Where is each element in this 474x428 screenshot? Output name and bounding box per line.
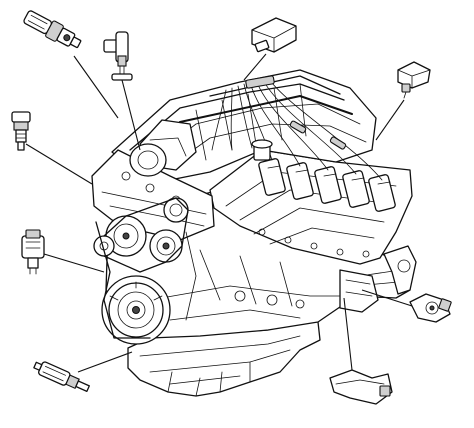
sensor-bottom-left	[33, 351, 133, 393]
sensor-right-upper	[375, 61, 431, 141]
sensor-map-top	[243, 17, 297, 81]
accessory-pulleys	[93, 197, 189, 273]
sensor-knock-right	[361, 289, 452, 323]
engine-assembly	[91, 69, 417, 397]
sensor-left-middle-connector	[21, 229, 105, 275]
timing-cover	[95, 221, 197, 339]
spark-plug-wiring	[211, 75, 383, 181]
oil-filler-cap	[251, 139, 273, 161]
sensor-top-left-connector	[23, 10, 119, 119]
sensor-camshaft-position	[103, 31, 141, 151]
bell-housing	[339, 269, 379, 313]
sensor-bottom-right-elbow	[329, 297, 393, 405]
crankshaft-pulley	[101, 275, 171, 345]
sensor-left-switch	[11, 111, 93, 185]
ignition-coil-bank-right	[258, 158, 396, 212]
